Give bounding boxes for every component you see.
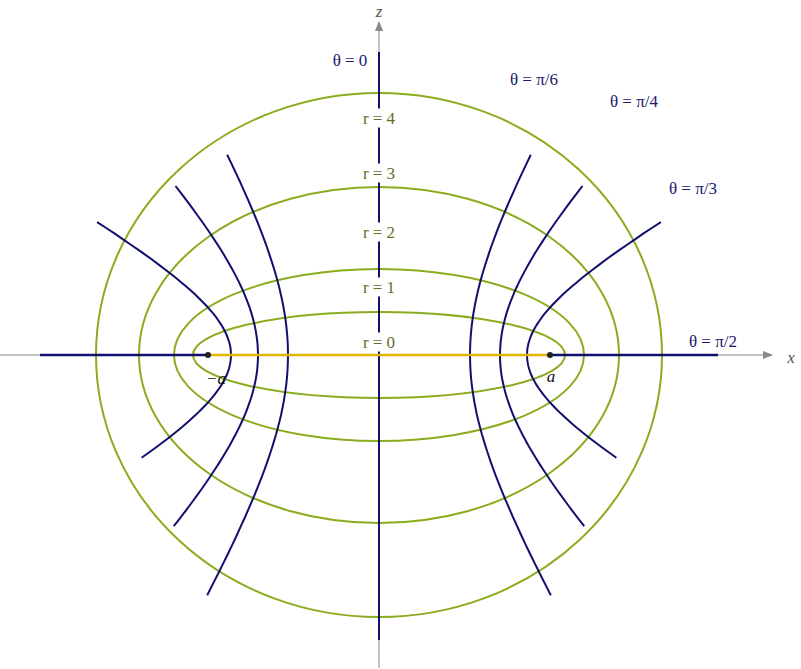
axis-label: z — [374, 2, 385, 21]
axis-label: a — [545, 367, 558, 386]
axis-label: θ = π/3 — [667, 179, 719, 198]
theta-half-pi-line — [550, 354, 718, 357]
axis-label: r = 0 — [361, 333, 397, 352]
axis-label: r = 1 — [361, 278, 397, 297]
theta-half-pi-line — [40, 354, 208, 357]
focus-point — [547, 352, 553, 358]
theta-hyperbola — [527, 222, 661, 458]
axis-label: x — [785, 348, 797, 367]
focal-segment — [208, 354, 550, 357]
axis-label: r = 4 — [361, 109, 397, 128]
axis-label: θ = π/4 — [608, 92, 660, 111]
focus-point — [205, 352, 211, 358]
axis-label: θ = 0 — [331, 51, 370, 70]
axis-label: θ = π/2 — [687, 332, 739, 351]
axis-label: r = 3 — [361, 164, 397, 183]
x-axis — [0, 355, 772, 356]
axis-label: θ = π/6 — [508, 70, 560, 89]
theta-hyperbola — [470, 155, 551, 596]
theta-hyperbola — [97, 222, 231, 458]
axes — [0, 22, 772, 668]
axis-label: −a — [204, 369, 228, 388]
axis-label: r = 2 — [361, 223, 397, 242]
